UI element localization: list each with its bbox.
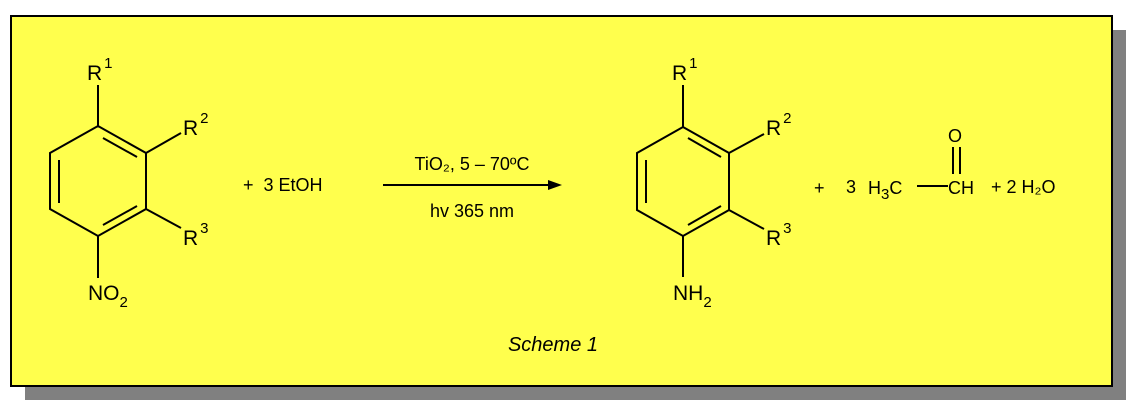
amine-label: NH2 [673, 282, 712, 311]
aldehyde-ch: CH [948, 178, 974, 198]
water: + 2 H₂O [991, 177, 1056, 197]
reaction-arrow [383, 180, 562, 190]
carbonyl-oxygen: O [948, 126, 962, 146]
scheme-caption: Scheme 1 [508, 334, 598, 356]
plus-sign: + [814, 178, 825, 198]
reagent-ethanol: + 3 EtOH [243, 175, 323, 195]
byproducts: + 3 H3C CH O + 2 H₂O [814, 126, 1056, 203]
methyl-group: H3C [868, 178, 902, 203]
conditions-catalyst-temperature: TiO₂, 5 – 70ºC [415, 154, 530, 174]
scheme-box [10, 15, 1113, 387]
nitro-label: NO2 [88, 282, 128, 311]
conditions-irradiation: hv 365 nm [430, 201, 514, 221]
acetaldehyde-coefficient: 3 [846, 177, 856, 197]
